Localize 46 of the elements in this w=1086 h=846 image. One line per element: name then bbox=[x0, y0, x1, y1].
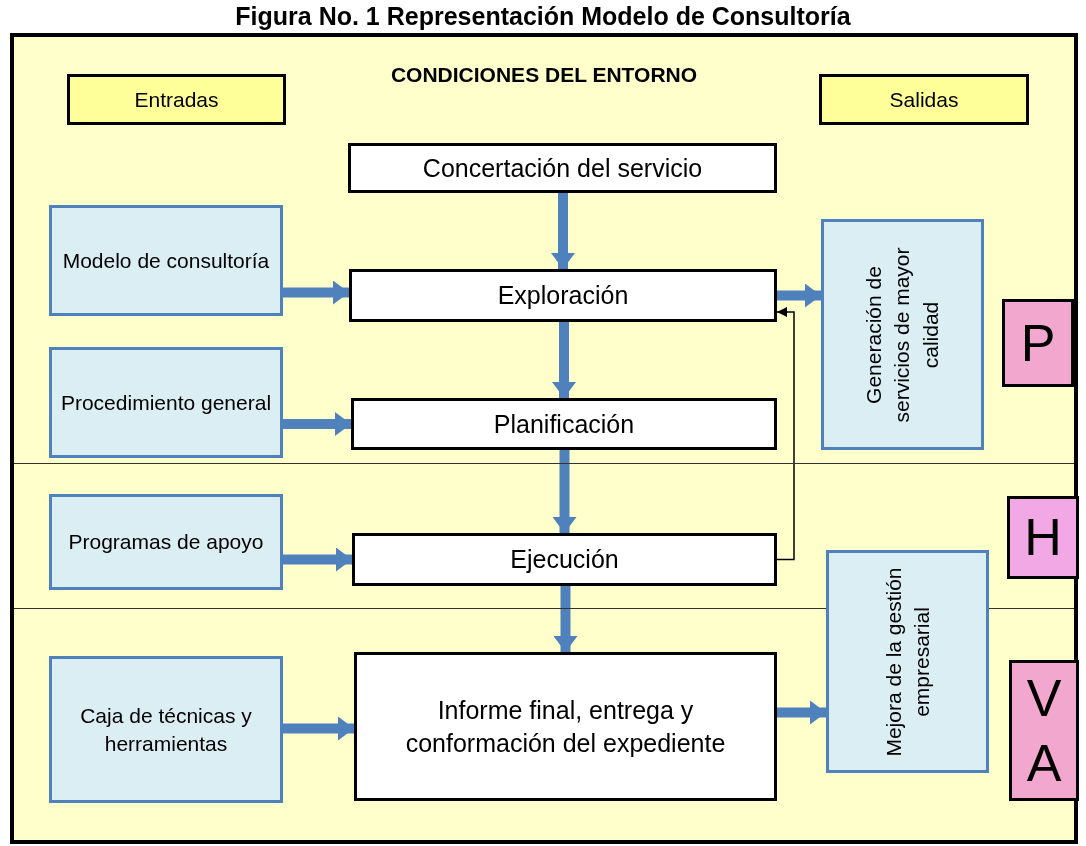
feedback-arrow bbox=[776, 307, 795, 561]
phase-box bbox=[1009, 660, 1079, 801]
label: Generación de servicios de mayor calidad bbox=[861, 245, 943, 425]
process-box bbox=[352, 533, 777, 586]
environment-frame bbox=[10, 33, 1078, 844]
label: Modelo de consultoría bbox=[62, 247, 270, 274]
phase-box bbox=[1002, 299, 1074, 387]
block-arrow bbox=[553, 586, 578, 652]
phase-box bbox=[1007, 496, 1079, 579]
block-arrow bbox=[283, 547, 352, 572]
process-box bbox=[348, 143, 777, 193]
label: H bbox=[1024, 506, 1062, 568]
header-box bbox=[67, 74, 286, 125]
label: V A bbox=[1025, 667, 1063, 794]
block-arrow bbox=[551, 193, 575, 269]
input-box bbox=[49, 494, 283, 590]
label: Concertación del servicio bbox=[422, 152, 703, 184]
input-box bbox=[49, 205, 283, 316]
label: Planificación bbox=[493, 408, 635, 440]
block-arrow bbox=[283, 412, 351, 436]
header-box bbox=[819, 74, 1029, 125]
label: Mejora de la gestión empresarial bbox=[880, 565, 934, 759]
block-arrow bbox=[283, 716, 354, 741]
label: Entradas bbox=[134, 86, 219, 113]
output-box bbox=[821, 219, 984, 450]
block-arrow bbox=[552, 322, 576, 398]
process-box bbox=[349, 269, 777, 322]
block-arrow bbox=[552, 450, 577, 533]
block-arrow bbox=[777, 283, 821, 308]
label: Caja de técnicas y herramientas bbox=[79, 703, 253, 757]
label: Informe final, entrega y conformación del expediente bbox=[404, 695, 727, 759]
input-box bbox=[49, 656, 283, 803]
output-box bbox=[826, 550, 989, 773]
label: Salidas bbox=[889, 86, 959, 113]
label: Programas de apoyo bbox=[68, 529, 264, 556]
input-box bbox=[49, 347, 283, 458]
title: Figura No. 1 Representación Modelo de Consultoría bbox=[234, 2, 852, 31]
label: Exploración bbox=[497, 280, 629, 312]
block-arrow bbox=[777, 700, 826, 725]
process-box bbox=[351, 398, 777, 450]
label: P bbox=[1020, 312, 1056, 374]
heading: CONDICIONES DEL ENTORNO bbox=[390, 62, 698, 88]
label: Ejecución bbox=[510, 544, 619, 576]
process-box bbox=[354, 652, 777, 801]
label: Procedimiento general bbox=[60, 389, 272, 416]
block-arrow bbox=[283, 280, 349, 305]
